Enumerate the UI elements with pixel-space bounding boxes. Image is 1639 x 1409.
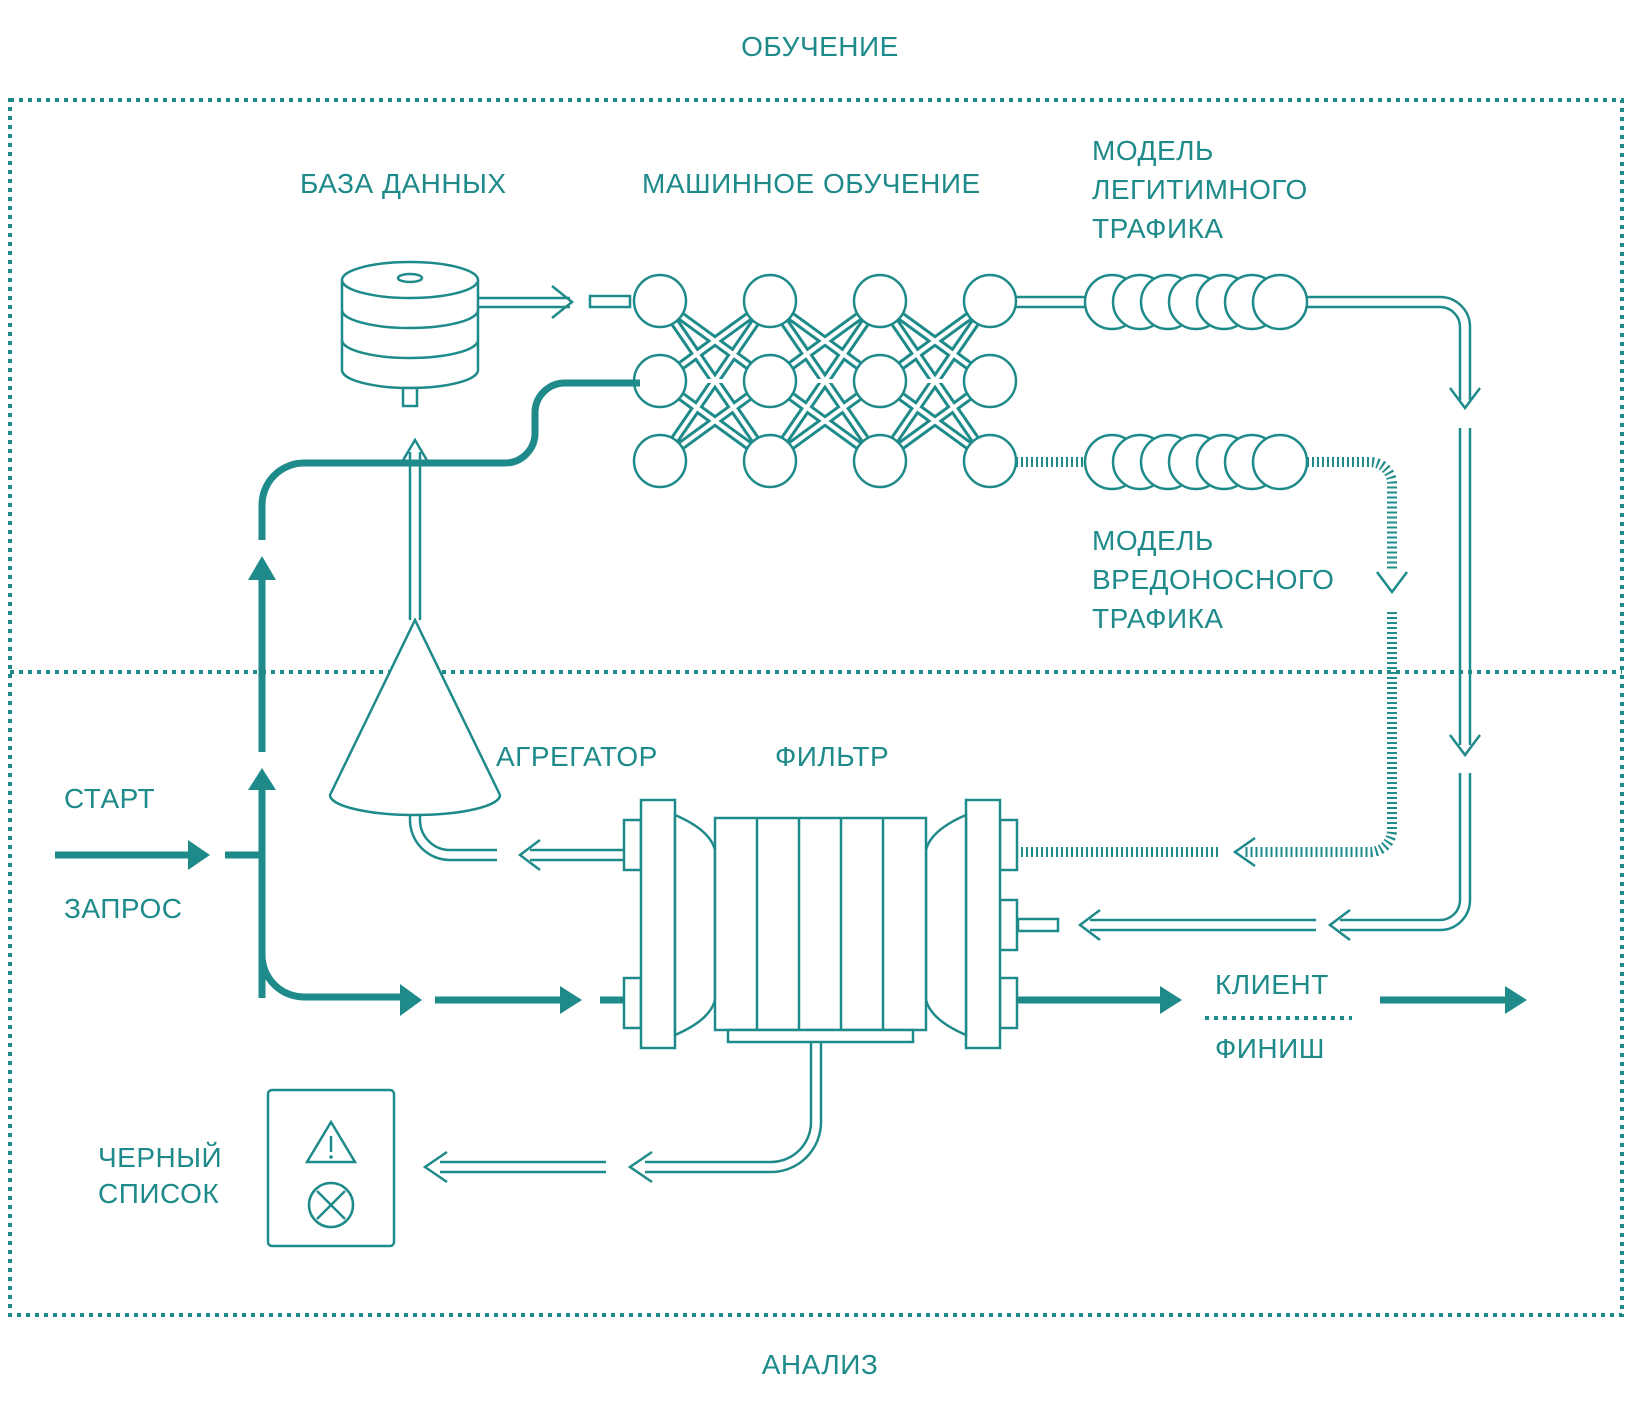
blacklist-label-1: ЧЕРНЫЙ [98,1142,222,1173]
client-label: КЛИЕНТ [1215,969,1329,1000]
legit-model-icon [1083,273,1309,331]
database-icon [340,260,480,408]
ml-label: МАШИННОЕ ОБУЧЕНИЕ [642,168,981,199]
zone-label-training: ОБУЧЕНИЕ [741,31,899,62]
db-to-ml-arrowhead [551,285,575,319]
request-path [55,379,1527,1016]
filter-icon [622,798,1019,1050]
neural-network-icon [632,273,1018,489]
malicious-traffic-path [1020,457,1408,868]
warning-icon [304,1119,358,1164]
outer-frame [8,98,1624,1317]
filter-label: ФИЛЬТР [775,741,889,772]
blacklist-label-2: СПИСОК [98,1178,219,1209]
filter-to-blacklist-arrow [422,1042,823,1184]
legit-model-label-2: ЛЕГИТИМНОГО [1092,174,1308,205]
malicious-model-label-1: МОДЕЛЬ [1092,525,1214,556]
start-label: СТАРТ [64,783,155,814]
malicious-model-label-3: ТРАФИКА [1092,603,1224,634]
zone-label-analysis: АНАЛИЗ [762,1349,879,1380]
database-label: БАЗА ДАННЫХ [300,168,507,199]
legit-model-label-3: ТРАФИКА [1092,213,1224,244]
ml-input-stub [588,294,632,309]
malicious-model-label-2: ВРЕДОНОСНОГО [1092,564,1334,595]
filter-to-aggregator-arrow [408,810,624,871]
funnel-icon [328,437,502,817]
db-to-ml-arrow [478,296,570,309]
legit-model-label-1: МОДЕЛЬ [1092,135,1214,166]
blacklist-box [266,1088,396,1248]
request-label: ЗАПРОС [64,893,182,924]
block-x-icon [307,1181,355,1229]
aggregator-label: АГРЕГАТОР [496,741,658,772]
malicious-model-icon [1083,433,1309,491]
legit-traffic-path [1016,295,1481,941]
ml-to-legit-link [1016,295,1085,309]
finish-label: ФИНИШ [1215,1033,1325,1064]
